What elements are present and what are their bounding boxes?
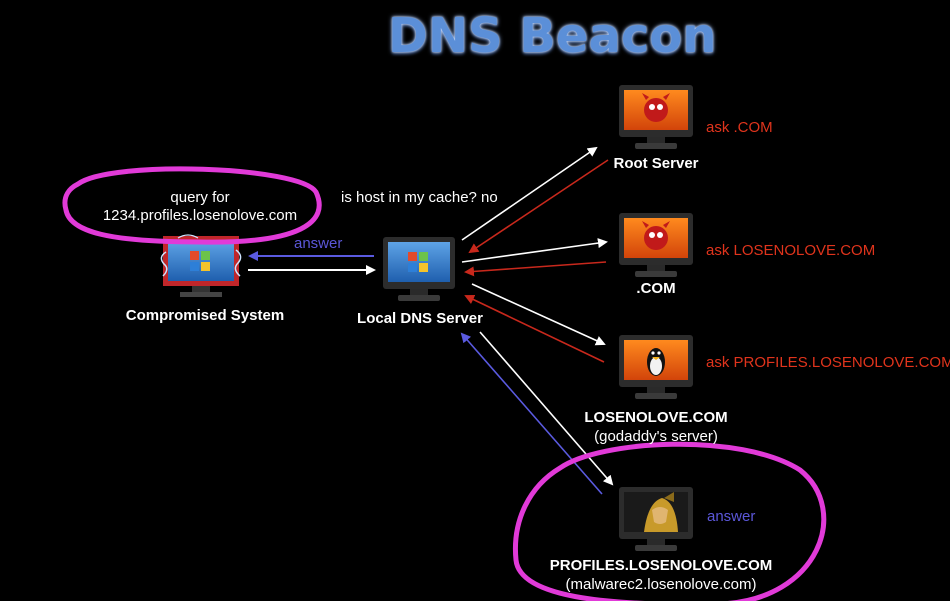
highlight-circle-query	[62, 166, 322, 245]
arrow-profiles-to-local	[460, 332, 603, 495]
profiles-server-icon	[619, 487, 693, 551]
com-server-icon	[619, 213, 693, 277]
losenolove-server-label: LOSENOLOVE.COM	[584, 409, 728, 426]
root-server-label: Root Server	[613, 155, 699, 172]
query-annotation-line1: query for	[170, 189, 230, 206]
answer-to-compromised-label: answer	[294, 235, 343, 252]
local-dns-server-label: Local DNS Server	[357, 310, 483, 327]
ask-com-annotation: ask .COM	[706, 119, 773, 136]
slide-title: DNS Beacon	[388, 8, 717, 64]
arrow-local-to-profiles	[479, 331, 614, 486]
arrow-local-to-root	[461, 146, 598, 241]
answer-from-profiles-label: answer	[707, 508, 756, 525]
com-server-label: .COM	[636, 280, 676, 297]
profiles-server-sublabel: (malwarec2.losenolove.com)	[565, 576, 757, 593]
cache-check-annotation: is host in my cache? no	[341, 189, 498, 206]
arrow-local-to-losenolove	[471, 283, 606, 346]
query-annotation-line2: 1234.profiles.losenolove.com	[102, 207, 298, 224]
arrow-com-to-local	[464, 261, 607, 277]
arrow-local-to-com	[461, 238, 608, 263]
losenolove-server-icon	[619, 335, 693, 399]
ask-losenolove-annotation: ask LOSENOLOVE.COM	[706, 242, 876, 259]
ask-profiles-annotation: ask PROFILES.LOSENOLOVE.COM	[706, 354, 950, 371]
compromised-system-label: Compromised System	[125, 307, 285, 324]
arrow-root-to-local	[468, 159, 609, 254]
local-dns-server-icon	[383, 237, 455, 301]
losenolove-server-sublabel: (godaddy's server)	[594, 428, 718, 445]
root-server-icon	[619, 85, 693, 149]
profiles-server-label: PROFILES.LOSENOLOVE.COM	[549, 557, 773, 574]
arrow-losenolove-to-local	[464, 294, 605, 363]
highlight-circle-profiles	[512, 441, 827, 601]
